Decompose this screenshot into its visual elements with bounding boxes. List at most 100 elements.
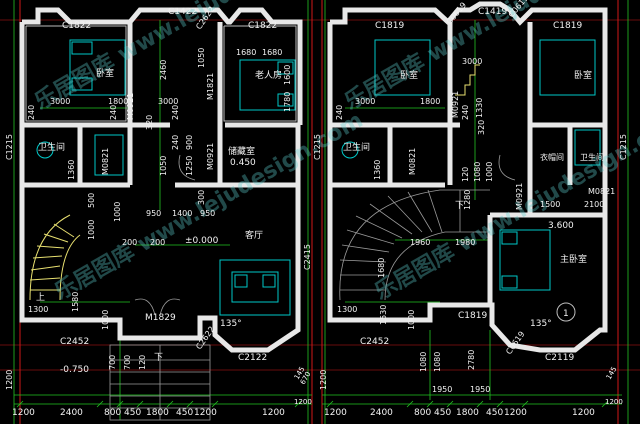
svg-text:2400: 2400 bbox=[60, 408, 83, 418]
svg-text:300: 300 bbox=[197, 190, 206, 205]
svg-text:3000: 3000 bbox=[158, 97, 178, 106]
svg-text:1050: 1050 bbox=[197, 48, 206, 68]
left-entry-steps bbox=[109, 344, 211, 421]
svg-text:1800: 1800 bbox=[108, 97, 128, 106]
dimension-tick bbox=[326, 400, 334, 408]
right-upper-stair bbox=[455, 64, 480, 96]
svg-text:1200: 1200 bbox=[572, 408, 595, 418]
svg-text:1000: 1000 bbox=[101, 310, 110, 330]
svg-text:320: 320 bbox=[477, 120, 486, 135]
svg-text:120: 120 bbox=[461, 167, 470, 182]
svg-text:1000: 1000 bbox=[407, 310, 416, 330]
svg-text:450: 450 bbox=[124, 408, 141, 418]
angle-label: 135° bbox=[220, 319, 242, 329]
right-interior-dims: 3000 1800 1330 1960 1980 1500 2100 1280 … bbox=[319, 57, 604, 394]
room-label-bath: 卫生间 bbox=[38, 141, 65, 153]
window-bottom-mid: C1819 bbox=[458, 311, 487, 321]
svg-text:200: 200 bbox=[122, 238, 137, 247]
door-label: M0921 bbox=[451, 91, 460, 118]
svg-text:120: 120 bbox=[138, 355, 147, 370]
svg-text:800: 800 bbox=[414, 408, 431, 418]
svg-text:240: 240 bbox=[171, 105, 180, 120]
svg-text:1680: 1680 bbox=[377, 258, 386, 278]
furniture-bed-elder bbox=[239, 59, 296, 111]
dimension-tick bbox=[211, 400, 219, 408]
svg-text:1600: 1600 bbox=[283, 65, 292, 85]
svg-text:1200: 1200 bbox=[504, 408, 527, 418]
right-stack: 1200 bbox=[294, 398, 312, 406]
svg-text:1580: 1580 bbox=[71, 292, 80, 312]
svg-text:1000: 1000 bbox=[485, 162, 494, 182]
svg-text:240: 240 bbox=[335, 105, 344, 120]
right-stack: 1200 bbox=[605, 398, 623, 406]
section-circle-number: 1 bbox=[563, 309, 569, 319]
svg-text:500: 500 bbox=[87, 193, 96, 208]
svg-text:240: 240 bbox=[171, 135, 180, 150]
svg-text:700: 700 bbox=[108, 355, 117, 370]
svg-text:1200: 1200 bbox=[324, 408, 347, 418]
svg-text:1980: 1980 bbox=[455, 238, 475, 247]
door-label: M0921 bbox=[206, 143, 215, 170]
svg-text:2780: 2780 bbox=[467, 350, 476, 370]
window-label: C1819 bbox=[375, 21, 404, 31]
dimension-tick bbox=[116, 400, 124, 408]
stair-up: 上 bbox=[36, 292, 45, 303]
svg-text:700: 700 bbox=[123, 355, 132, 370]
left-plan-labels: C1822 C1422 C1822 卧室 老人房 卫生间 储藏室 0.450 客… bbox=[5, 5, 312, 406]
window-left-bottom: C2452 bbox=[60, 337, 89, 347]
dimension-lines bbox=[13, 0, 629, 424]
room-label-bedroom: 卧室 bbox=[400, 69, 418, 81]
svg-text:1800: 1800 bbox=[420, 97, 440, 106]
dimension-tick bbox=[426, 400, 434, 408]
furniture-toilet-left bbox=[36, 134, 124, 176]
side-label-left: C1215 bbox=[313, 134, 322, 160]
svg-text:1950: 1950 bbox=[432, 385, 452, 394]
entry-window: C2122 bbox=[238, 353, 267, 363]
room-label-living: 客厅 bbox=[245, 229, 263, 241]
left-bottom-dims: 1200 2400 800 450 1800 450 1200 1200 bbox=[12, 408, 285, 418]
left-curved-stair bbox=[29, 214, 81, 301]
side-label-right: C2415 bbox=[303, 244, 312, 270]
room-label-storage: 储藏室 bbox=[228, 145, 255, 157]
svg-text:1360: 1360 bbox=[373, 160, 382, 180]
window-label: C1822 bbox=[248, 21, 277, 31]
entry-door: M1829 bbox=[145, 313, 176, 323]
storage-level: 0.450 bbox=[230, 158, 256, 168]
svg-text:240: 240 bbox=[109, 105, 118, 120]
svg-text:1200: 1200 bbox=[194, 408, 217, 418]
window-label: C1422 bbox=[168, 7, 197, 17]
dimension-tick bbox=[476, 400, 484, 408]
window-label: C1819 bbox=[553, 21, 582, 31]
left-plan-walls bbox=[19, 7, 303, 353]
svg-text:1200: 1200 bbox=[262, 408, 285, 418]
svg-text:320: 320 bbox=[145, 115, 154, 130]
room-label-cloak: 衣帽间 bbox=[540, 152, 564, 162]
dimension-tick bbox=[96, 400, 104, 408]
svg-text:950: 950 bbox=[146, 209, 161, 218]
svg-text:1680: 1680 bbox=[236, 48, 256, 57]
window-master: C2119 bbox=[545, 353, 574, 363]
right-curved-stair bbox=[339, 189, 490, 301]
master-level: 3.600 bbox=[548, 221, 574, 231]
dimension-tick bbox=[521, 400, 529, 408]
section-circle bbox=[556, 302, 576, 322]
dimension-tick bbox=[406, 400, 414, 408]
room-label-bath2: 卫生间 bbox=[580, 152, 604, 162]
svg-text:1500: 1500 bbox=[540, 200, 560, 209]
svg-text:1360: 1360 bbox=[67, 160, 76, 180]
furniture-sofa-set bbox=[219, 259, 291, 316]
room-label-bedroom: 卧室 bbox=[96, 67, 114, 79]
dimension-tick bbox=[136, 400, 144, 408]
door-label: M0821 bbox=[101, 148, 110, 175]
svg-text:450: 450 bbox=[176, 408, 193, 418]
svg-text:1960: 1960 bbox=[410, 238, 430, 247]
svg-text:1200: 1200 bbox=[319, 370, 328, 390]
window-label: C1419 bbox=[478, 7, 507, 17]
dimension-tick bbox=[186, 400, 194, 408]
svg-text:450: 450 bbox=[486, 408, 503, 418]
svg-text:1680: 1680 bbox=[262, 48, 282, 57]
svg-text:240: 240 bbox=[27, 105, 36, 120]
svg-text:950: 950 bbox=[200, 209, 215, 218]
